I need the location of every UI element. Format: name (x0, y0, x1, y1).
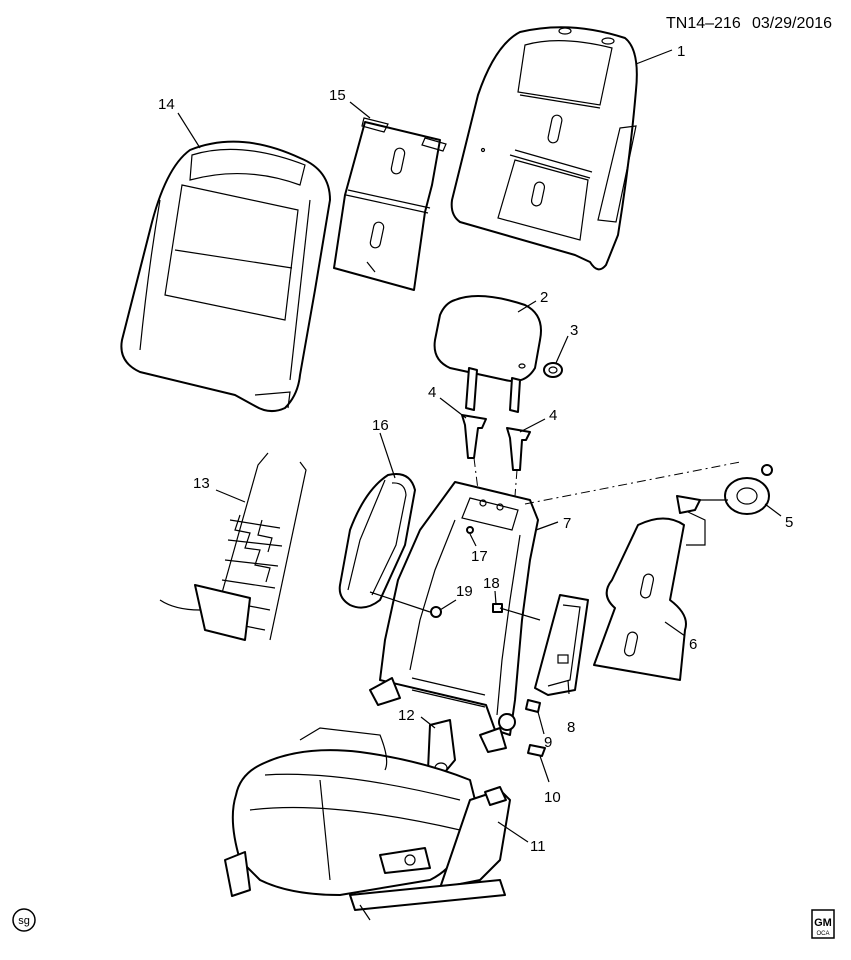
callout-12: 12 (398, 707, 415, 724)
fastener-19 (430, 606, 442, 618)
bolt-10 (527, 744, 546, 757)
callout-17: 17 (471, 548, 488, 565)
callout-10: 10 (544, 789, 561, 806)
callout-1: 1 (677, 43, 685, 60)
bolt-9 (525, 699, 541, 713)
seat-cushion-assembly (224, 727, 511, 921)
headrest-bezel (543, 362, 563, 378)
svg-text:GM: GM (814, 917, 832, 929)
callout-4a: 4 (428, 384, 436, 401)
headrest (433, 295, 542, 413)
svg-text:OCA: OCA (816, 931, 829, 937)
callout-5: 5 (785, 514, 793, 531)
callout-18: 18 (483, 575, 500, 592)
sg-mark: sg (12, 908, 36, 932)
callout-14: 14 (158, 96, 175, 113)
seat-back-pad (450, 26, 638, 271)
fastener-17 (466, 526, 474, 534)
headrest-guide-left (461, 414, 487, 459)
callout-11: 11 (530, 838, 546, 855)
doc-date: 03/29/2016 (752, 15, 832, 32)
svg-text:sg: sg (18, 915, 30, 927)
callout-2: 2 (540, 289, 548, 306)
headrest-guide-right (506, 427, 531, 471)
side-bolster-left (338, 473, 416, 609)
side-panel-right (534, 594, 589, 696)
seat-back-cover (120, 140, 331, 412)
callout-8: 8 (567, 719, 575, 736)
callout-6: 6 (689, 636, 697, 653)
lumbar-panel (593, 517, 687, 681)
fastener-18 (492, 603, 503, 613)
doc-id: TN14–216 (666, 15, 741, 32)
lumbar-actuator (676, 464, 773, 515)
back-panel (333, 117, 447, 291)
gm-logo: GM OCA (811, 909, 835, 939)
callout-7: 7 (563, 515, 571, 532)
callout-3: 3 (570, 322, 578, 339)
callout-4b: 4 (549, 407, 557, 424)
callout-9: 9 (544, 734, 552, 751)
callout-labels: 1 2 3 4 4 5 6 7 8 9 10 11 12 13 14 15 16… (158, 43, 793, 855)
callout-16: 16 (372, 417, 389, 434)
leader-lines (177, 49, 782, 843)
suspension-mat (159, 452, 307, 641)
callout-15: 15 (329, 87, 346, 104)
seat-back-frame (369, 481, 539, 753)
callout-19: 19 (456, 583, 473, 600)
callout-13: 13 (193, 475, 210, 492)
